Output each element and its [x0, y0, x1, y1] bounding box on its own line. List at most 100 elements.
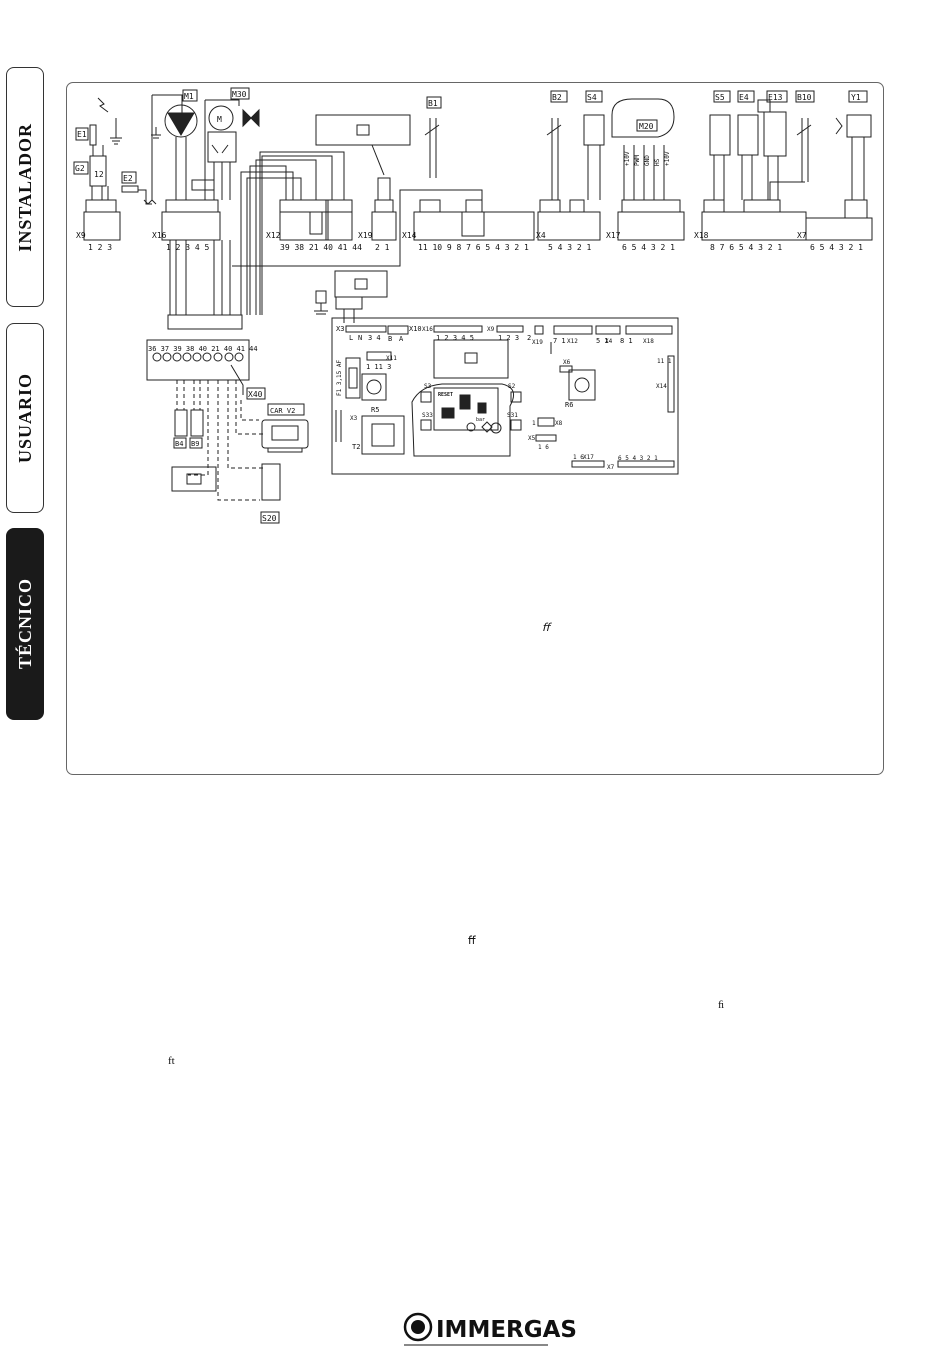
- s33-button[interactable]: [420, 419, 432, 431]
- power-icon: [490, 422, 502, 434]
- x7-name: X7: [797, 231, 807, 240]
- x18-plug-a: [703, 199, 725, 213]
- x19-name: X19: [358, 231, 373, 240]
- s4-tag: S4: [587, 93, 597, 102]
- g2-transformer: [89, 155, 107, 187]
- terminal-screws: [152, 352, 244, 362]
- x6-jumper: [559, 365, 573, 373]
- wire-40: [255, 159, 317, 315]
- board-x17-tag: X17: [583, 454, 594, 461]
- display-screen: [433, 387, 499, 431]
- board-x8-tag: X8: [555, 420, 563, 427]
- x18-name: X18: [694, 231, 709, 240]
- s2-button[interactable]: [510, 391, 522, 403]
- tab-instalador[interactable]: INSTALADOR: [6, 67, 44, 307]
- x9-connector: [83, 211, 121, 241]
- x9-pins: 1 2 3: [88, 243, 112, 252]
- board-x4-pins: 5 1: [596, 337, 609, 345]
- board-a-label: A: [399, 335, 404, 343]
- x16-valve-wires: [213, 240, 231, 315]
- board-x18-tag: X18: [643, 338, 654, 345]
- logo-text: IMMERGAS: [436, 1317, 577, 1343]
- x18-plug-b: [743, 199, 781, 213]
- m20-tag: M20: [639, 122, 654, 131]
- board-s33-tag: S33: [422, 412, 433, 419]
- b9-sensor: [190, 409, 204, 437]
- x18-wires: [713, 155, 805, 200]
- x17-board-header: [571, 460, 605, 468]
- e4-tag-box: [737, 90, 755, 103]
- remote-device-icon: [356, 124, 370, 136]
- immergas-logo: IMMERGAS: [403, 1312, 577, 1346]
- e13-tag-box: [766, 90, 788, 103]
- x7-pins: 6 5 4 3 2 1: [810, 243, 863, 252]
- x3-board-header: [345, 325, 387, 333]
- board-s31-tag: S31: [507, 412, 518, 419]
- x17-connector: [617, 211, 685, 241]
- interface-device-icon: [354, 278, 368, 290]
- r5-knob[interactable]: [366, 379, 382, 395]
- x4-connector: [537, 211, 601, 241]
- board-ground-icon: [314, 290, 328, 315]
- x12-connector-a: [279, 211, 329, 241]
- r6-knob[interactable]: [574, 377, 590, 393]
- s3-button[interactable]: [420, 391, 432, 403]
- board-x14-top-pin: 11 1: [657, 358, 672, 365]
- e13-fuse: [763, 111, 787, 157]
- board-x19-tag: X19: [532, 339, 543, 346]
- board-x5-tag: X5: [528, 435, 536, 442]
- t2-transformer-core: [371, 423, 395, 447]
- tab-usuario[interactable]: USUARIO: [6, 323, 44, 513]
- x19-connector: [371, 211, 397, 241]
- r5-pot-box: [361, 373, 387, 401]
- x14-board-header: [667, 355, 675, 413]
- s31-button[interactable]: [510, 419, 522, 431]
- fan-pin-4: HS: [654, 158, 661, 166]
- x17-plug: [621, 199, 681, 213]
- car-tag-box: [267, 403, 305, 416]
- x17-pins: 6 5 4 3 2 1: [622, 243, 675, 252]
- external-device-icon: [186, 473, 202, 485]
- x14-plug-a: [419, 199, 441, 213]
- e4-thermostat: [737, 114, 759, 156]
- board-x3-lower-tag: X3: [350, 415, 358, 422]
- m30-motor-label: M: [217, 115, 222, 124]
- s20-tag: S20: [262, 514, 277, 523]
- fan-pin-2: PWM: [634, 155, 641, 166]
- x9-plug: [85, 199, 117, 213]
- x18-pins: 8 7 6 5 4 3 2 1: [710, 243, 782, 252]
- pump-icon: [167, 112, 195, 136]
- board-x18-pins: 8 1: [620, 337, 633, 345]
- tab-tecnico[interactable]: TÉCNICO: [6, 528, 44, 720]
- b4-tag-box: [173, 437, 187, 449]
- s20-tag-box: [260, 511, 280, 524]
- board-x16-pins: 1 2 3 4 5: [436, 334, 474, 342]
- x12-name: X12: [266, 231, 281, 240]
- board-x7-pins: 6 5 4 3 2 1: [618, 455, 658, 462]
- three-way-valve-icon: [242, 108, 260, 128]
- x4-board-header: [595, 325, 621, 335]
- board-r5-tag: R5: [371, 406, 379, 414]
- s5-tag-box: [713, 90, 731, 103]
- board-s3-tag: S3: [424, 383, 432, 390]
- y1-solenoid: [846, 114, 872, 138]
- board-n-label: N: [358, 334, 362, 342]
- display-diamond-icon: [481, 421, 493, 433]
- x7-connector: [805, 217, 873, 241]
- b1-tag: B1: [428, 99, 438, 108]
- m1-tag: M1: [184, 92, 194, 101]
- b2-tag-box: [550, 90, 568, 103]
- x8-header: [537, 417, 555, 427]
- y1-tag: Y1: [851, 93, 861, 102]
- b1-sensor-icon: [424, 124, 440, 136]
- display-flame-icon: [466, 422, 476, 432]
- e2-electrode: [121, 185, 139, 193]
- e4-tag: E4: [739, 93, 749, 102]
- b9-tag: B9: [191, 440, 199, 448]
- ligature-glyph: ﬁ: [718, 999, 725, 1011]
- electronic-board: [331, 317, 679, 475]
- e1-tag: E1: [77, 130, 87, 139]
- b2-tag: B2: [552, 93, 562, 102]
- board-x4-tag: X4: [605, 338, 613, 345]
